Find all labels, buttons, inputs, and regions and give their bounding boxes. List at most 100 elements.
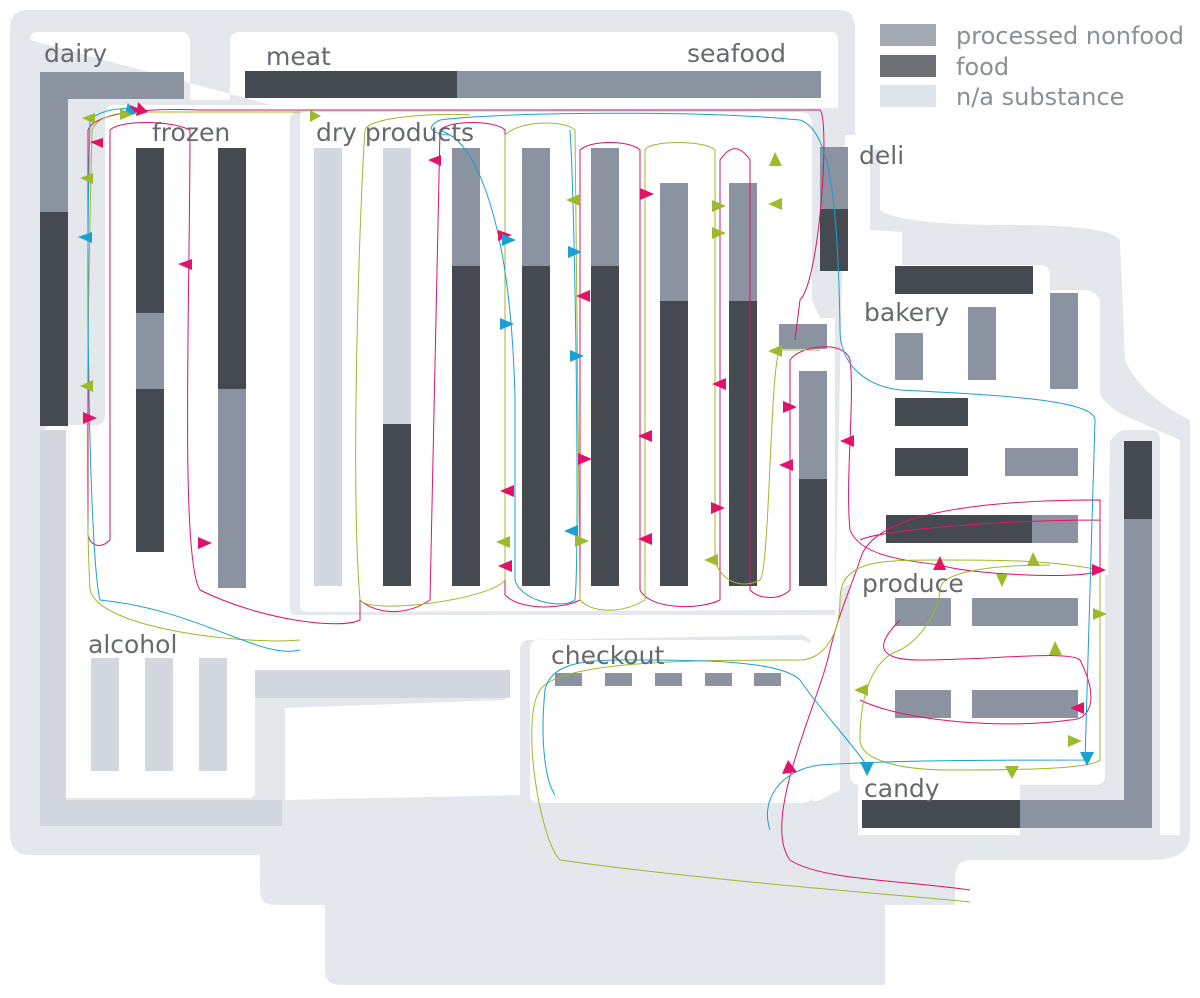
section-label-dry-products: dry products [316, 118, 475, 147]
shelf-dry-1 [314, 148, 342, 586]
section-label-seafood: seafood [687, 39, 786, 68]
direction-arrow-icon [1049, 641, 1062, 655]
shelf-produce-top-b [1032, 515, 1078, 543]
shelf-bakery-3 [1050, 293, 1078, 389]
direction-arrow-icon [564, 525, 578, 537]
shelf-frozen-2a [218, 148, 246, 389]
shelf-dry-2b [383, 424, 411, 586]
direction-arrow-icon [428, 155, 441, 166]
shelf-dry-5b [591, 266, 619, 586]
direction-arrow-icon [783, 401, 797, 413]
shelf-frozen-1a [136, 148, 164, 313]
direction-arrow-icon [568, 246, 582, 258]
direction-arrow-icon [768, 198, 782, 210]
shelf-right-wall-top [1124, 441, 1152, 519]
legend-label-processed-nonfood: processed nonfood [956, 22, 1185, 50]
shelf-produce-4 [972, 690, 1078, 718]
direction-arrow-icon [566, 194, 580, 206]
section-label-candy: candy [864, 774, 940, 803]
shelf-alcohol-right [255, 670, 510, 698]
shelf-dry-3b [452, 266, 480, 586]
shelf-dry-5a [591, 148, 619, 266]
shelf-produce-3 [895, 690, 951, 718]
path-cyan [87, 107, 1096, 831]
direction-arrow-icon [83, 412, 97, 424]
section-label-meat: meat [266, 42, 331, 71]
direction-arrow-icon [502, 234, 516, 246]
direction-arrow-icon [578, 453, 592, 465]
direction-arrow-icon [769, 152, 782, 166]
direction-arrow-icon [712, 227, 726, 239]
shelf-alcohol-2 [145, 658, 173, 771]
path-magenta [87, 109, 1101, 891]
direction-arrow-icon [1093, 608, 1107, 620]
shelves [40, 71, 1152, 828]
shelf-left-wall [40, 430, 66, 800]
shelf-candy-b [1020, 800, 1152, 828]
direction-arrow-icon [712, 378, 726, 390]
section-label-bakery: bakery [864, 298, 950, 327]
shelf-dry-4a [522, 148, 550, 266]
direction-arrow-icon [575, 535, 589, 547]
direction-arrow-icon [1005, 766, 1019, 779]
direction-arrow-icon [1092, 564, 1106, 576]
direction-arrow-icon [638, 430, 652, 442]
direction-arrow-icon [82, 113, 95, 124]
checkout-register-2 [605, 673, 632, 686]
shelf-produce-top-a [886, 515, 1032, 543]
direction-arrow-icon [576, 290, 590, 302]
floor-dry-block [300, 112, 835, 612]
direction-arrow-icon [496, 536, 510, 548]
direction-arrow-icon [570, 350, 584, 362]
direction-arrow-icon [178, 259, 192, 270]
direction-arrow-icon [80, 380, 93, 392]
legend-swatch-na-substance [880, 85, 936, 107]
direction-arrow-icon [310, 110, 321, 122]
shelf-dairy-top [40, 72, 184, 99]
section-label-produce: produce [862, 569, 964, 598]
direction-arrow-icon [1070, 702, 1084, 714]
section-label-dairy: dairy [44, 39, 108, 68]
direction-arrow-icon [500, 318, 514, 330]
direction-arrow-icon [1080, 752, 1094, 766]
shelf-produce-2 [972, 598, 1078, 626]
shelf-alcohol-bottom [40, 800, 282, 826]
shelf-dairy-lower [40, 212, 68, 426]
floor-inner-white [30, 32, 1180, 835]
legend-label-food: food [956, 53, 1010, 81]
direction-arrow-icon [933, 556, 946, 570]
direction-arrow-icon [840, 435, 854, 447]
shelf-dry-7b [729, 301, 757, 586]
shelf-bakery-6 [1005, 448, 1078, 476]
direction-arrow-icon [860, 762, 874, 776]
direction-arrow-icon [500, 485, 514, 497]
direction-arrow-icon [198, 537, 212, 549]
section-label-deli: deli [859, 141, 905, 170]
direction-arrow-icon [640, 188, 654, 200]
shelf-deli-a [820, 147, 848, 209]
shelf-frozen-1b [136, 313, 164, 389]
section-label-checkout: checkout [551, 641, 665, 670]
shelf-meat-seafood [457, 71, 821, 98]
shelf-meat [245, 71, 457, 98]
direction-arrow-icon [704, 554, 718, 566]
shelf-end-cap [779, 324, 827, 349]
direction-arrow-icon [638, 533, 652, 545]
shelf-dairy-upper [40, 99, 68, 212]
direction-arrow-icon [768, 345, 782, 357]
direction-arrow-icon [120, 108, 132, 120]
direction-arrow-icon [782, 760, 797, 774]
shelf-bakery-1 [895, 333, 923, 380]
legend-swatch-food [880, 55, 936, 77]
section-label-frozen: frozen [152, 118, 231, 147]
direction-arrow-icon [996, 574, 1008, 587]
store-floor [10, 10, 1190, 985]
checkout-register-3 [655, 673, 682, 686]
direction-arrow-icon [498, 560, 512, 572]
direction-arrow-icon [854, 684, 868, 696]
direction-arrow-icon [779, 459, 793, 471]
direction-arrow-icon [711, 502, 725, 514]
shelf-alcohol-3 [199, 658, 227, 771]
shelf-dry-3a [452, 148, 480, 266]
